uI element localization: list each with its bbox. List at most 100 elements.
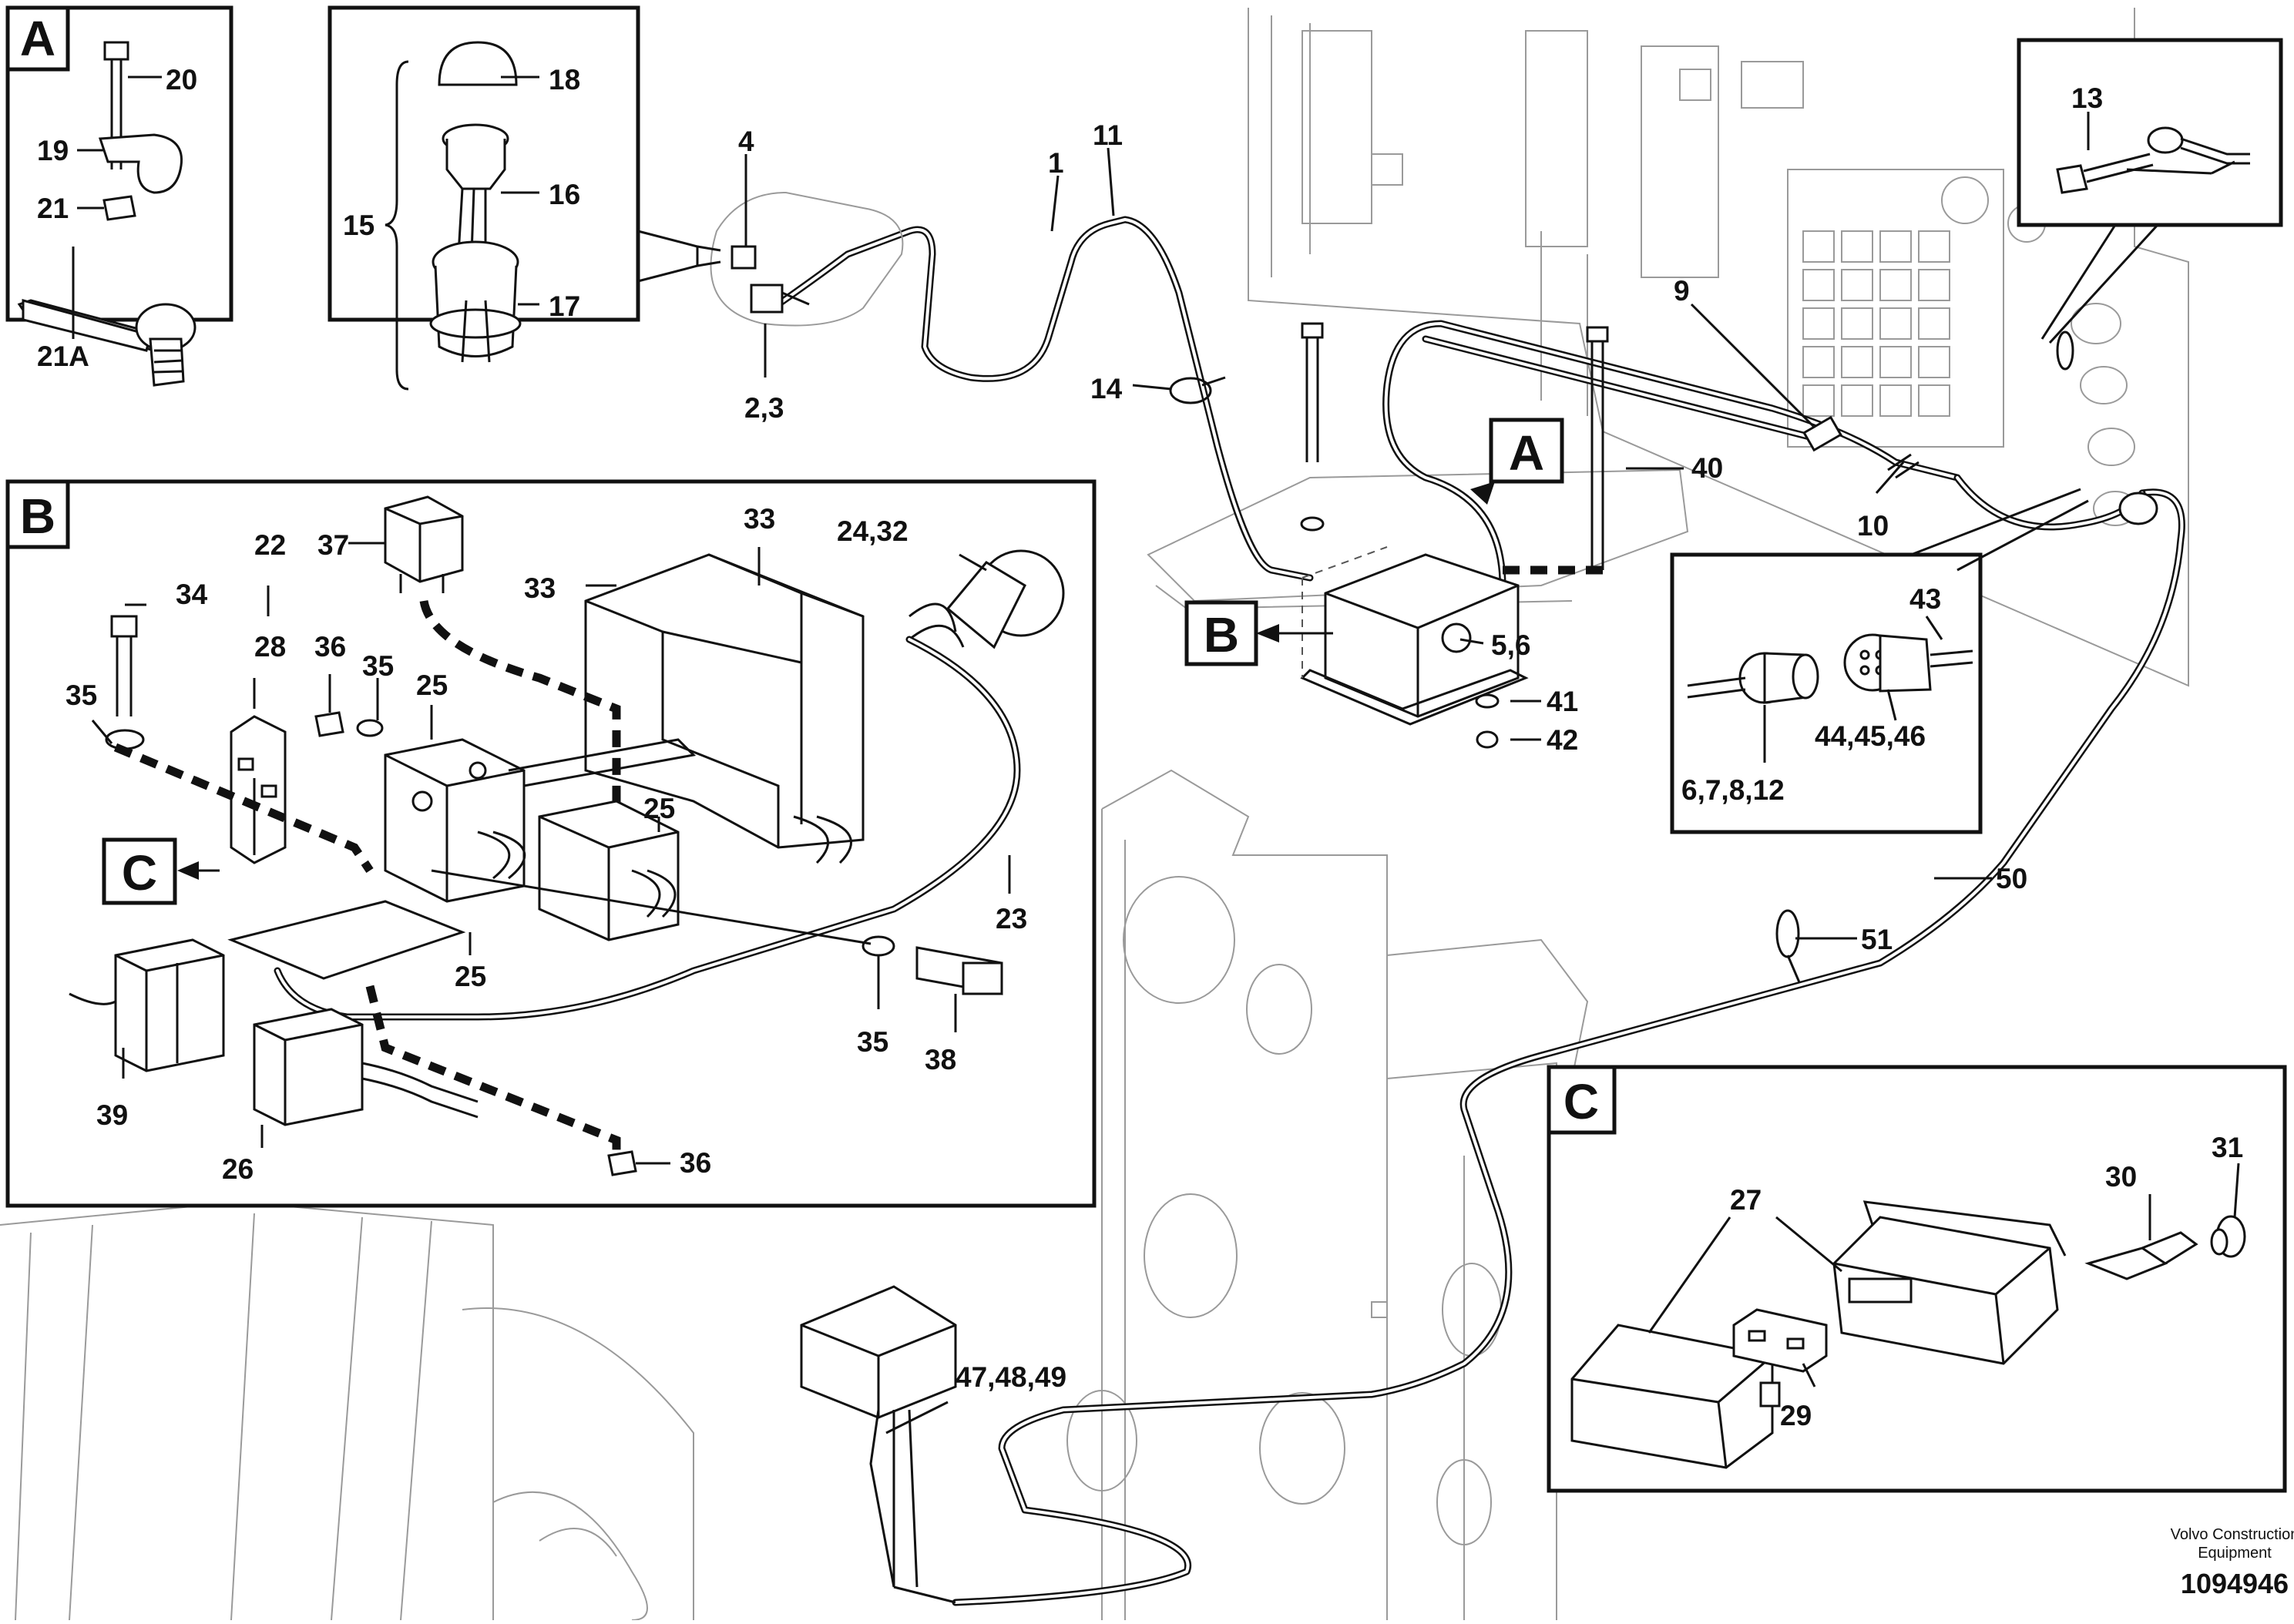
nut-36-top xyxy=(314,711,344,737)
main-callout-a: A xyxy=(1470,418,1564,505)
label-14: 14 xyxy=(1090,373,1123,404)
ring-terminal xyxy=(2147,126,2184,154)
drawing-footer: Volvo Construction Equipment 1094946 xyxy=(2171,1526,2294,1599)
callout-a-letter: A xyxy=(1509,425,1544,481)
cable-clamp-14 xyxy=(1169,376,1226,404)
detail-c-tag xyxy=(1547,1065,1617,1135)
detail-button-inset: 18 16 17 15 xyxy=(327,5,721,391)
drawing-number: 1094946 xyxy=(2181,1568,2289,1599)
detail-a-tag xyxy=(5,5,70,72)
locking-wedge-29 xyxy=(1732,1308,1828,1373)
washer-35-right xyxy=(862,935,895,957)
label-28: 28 xyxy=(254,631,286,663)
label-15: 15 xyxy=(343,210,374,241)
mounting-plate xyxy=(227,900,466,980)
label-1: 1 xyxy=(1048,147,1064,179)
label-44-45-46: 44,45,46 xyxy=(1815,720,1926,752)
main-callout-b: B xyxy=(1184,600,1333,666)
label-43: 43 xyxy=(1909,583,1941,615)
detail-a-tag-letter: A xyxy=(20,11,55,66)
bolt-left-of-box xyxy=(1300,322,1325,532)
company-name-line2: Equipment xyxy=(2198,1545,2272,1562)
label-35-right: 35 xyxy=(857,1026,888,1058)
label-30: 30 xyxy=(2105,1161,2137,1193)
harness-50 xyxy=(952,488,2185,1606)
connector-housing xyxy=(1832,1216,2059,1365)
bolt-20 xyxy=(103,41,129,61)
label-21a: 21A xyxy=(37,341,89,372)
label-40: 40 xyxy=(1691,452,1723,484)
label-22: 22 xyxy=(254,529,286,561)
connector-detail-pointer xyxy=(1910,488,2089,572)
nut-36-bottom xyxy=(607,1150,637,1176)
label-51: 51 xyxy=(1861,924,1893,955)
label-9: 9 xyxy=(1674,275,1690,307)
cab-panel-switch-area xyxy=(710,191,904,327)
nut-42 xyxy=(1476,730,1499,749)
label-27: 27 xyxy=(1730,1184,1762,1216)
label-36-top: 36 xyxy=(314,631,346,663)
label-41: 41 xyxy=(1547,686,1578,717)
connector-2-3 xyxy=(750,284,784,314)
label-23: 23 xyxy=(996,903,1027,934)
detail-13-pointer xyxy=(2040,223,2159,344)
label-25-right: 25 xyxy=(643,793,675,824)
dash-relay-37 xyxy=(419,599,621,832)
label-17: 17 xyxy=(549,290,580,322)
label-2-3: 2,3 xyxy=(744,392,784,424)
label-33-left: 33 xyxy=(524,572,556,604)
detail-c-callout xyxy=(102,837,177,905)
rotary-switch-47 xyxy=(800,1285,957,1604)
label-29: 29 xyxy=(1780,1400,1812,1431)
harness-to-cabinet xyxy=(1382,320,1961,589)
label-20: 20 xyxy=(166,64,197,96)
bolt-13 xyxy=(2056,164,2088,194)
label-21: 21 xyxy=(37,193,69,224)
connector-26 xyxy=(253,1008,364,1126)
detail-c-tag-letter: C xyxy=(1563,1074,1599,1129)
label-39: 39 xyxy=(96,1099,128,1131)
detail-a-inset: A 20 19 21 21A xyxy=(5,5,233,387)
label-18: 18 xyxy=(549,64,580,96)
detail-13-frame xyxy=(2017,38,2283,227)
detail-b-tag xyxy=(5,479,70,549)
company-name-line1: Volvo Construction xyxy=(2171,1526,2294,1543)
cabinet-connector-plug xyxy=(2056,331,2158,525)
connector-39 xyxy=(114,938,225,1072)
detail-b-inset: B xyxy=(5,479,1097,1208)
bolt-34 xyxy=(110,615,138,638)
label-5-6: 5,6 xyxy=(1491,629,1530,661)
bracket-28 xyxy=(230,715,287,864)
relay-37 xyxy=(384,495,464,583)
dash-bolt-34 xyxy=(113,743,374,874)
main-harness-1 xyxy=(774,216,1314,582)
label-11: 11 xyxy=(1093,119,1123,151)
label-47-48-49: 47,48,49 xyxy=(956,1361,1066,1393)
detail-c-callout-letter: C xyxy=(122,845,157,901)
detail-c-inset: C 27 30 31 29 xyxy=(1547,1065,2287,1493)
label-26: 26 xyxy=(222,1153,254,1185)
label-50: 50 xyxy=(1996,863,2027,894)
button-cap-18 xyxy=(438,41,518,86)
relay-base-25-left xyxy=(384,738,526,903)
label-24-32: 24,32 xyxy=(837,515,909,547)
cable-clamp-51 xyxy=(1775,909,1801,983)
detail-13-inset: 13 xyxy=(2017,38,2283,344)
detail-connector-inset: 43 44,45,46 6,7,8,12 xyxy=(1670,488,2089,834)
washer-41 xyxy=(1475,693,1500,709)
main-labels: 4 2,3 1 11 14 9 10 40 5,6 41 42 50 51 47… xyxy=(738,119,2027,1434)
label-4: 4 xyxy=(738,126,754,157)
clip-10 xyxy=(1887,453,1920,479)
washer-35-mid xyxy=(356,719,384,737)
label-33-top: 33 xyxy=(744,503,775,535)
bolt-40 xyxy=(1586,326,1609,570)
label-35-left: 35 xyxy=(65,679,97,711)
label-35-mid: 35 xyxy=(362,650,394,682)
washer-35-left xyxy=(105,729,145,750)
label-36-bottom: 36 xyxy=(680,1147,711,1179)
label-31: 31 xyxy=(2212,1132,2243,1163)
callout-b-letter: B xyxy=(1204,607,1239,663)
switch-4 xyxy=(731,245,757,270)
